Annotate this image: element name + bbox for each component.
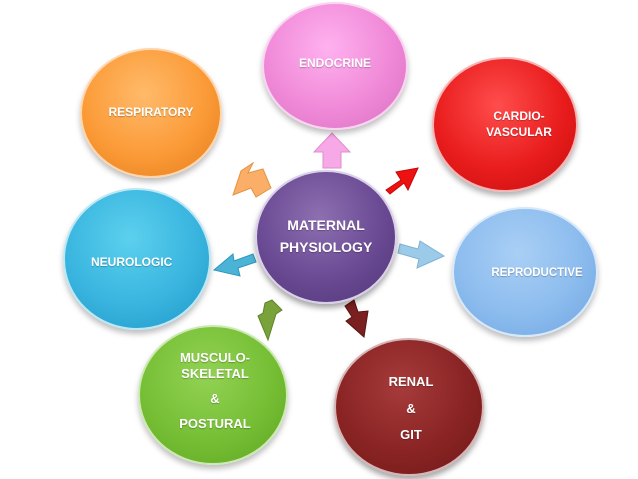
- reproductive-node: REPRODUCTIVE: [452, 207, 598, 337]
- center-node-maternal-physiology: MATERNAL PHYSIOLOGY: [255, 170, 397, 304]
- center-label-line-2: PHYSIOLOGY: [279, 239, 373, 255]
- cardiovascular-label-line-1: CARDIO-: [493, 109, 545, 123]
- musculoskeletal-node: MUSCULO- SKELETAL & POSTURAL: [138, 325, 288, 465]
- cardiovascular-node: CARDIO- VASCULAR: [432, 57, 578, 192]
- endocrine-node: ENDOCRINE: [262, 2, 408, 130]
- arrow-to-reproductive: [397, 240, 446, 269]
- musculoskeletal-label-line-1: MUSCULO-: [179, 350, 251, 366]
- respiratory-node: RESPIRATORY: [80, 48, 222, 178]
- neurologic-node: NEUROLOGIC: [63, 188, 211, 330]
- arrow-to-respiratory: [232, 161, 272, 198]
- center-label-line-1: MATERNAL: [287, 217, 365, 234]
- renal-label-line-1: RENAL: [388, 373, 434, 389]
- reproductive-label: REPRODUCTIVE: [491, 267, 583, 280]
- respiratory-label: RESPIRATORY: [108, 105, 194, 119]
- renal-label-line-2: &: [406, 400, 416, 416]
- arrow-to-cardiovascular: [385, 167, 419, 195]
- renal-label-line-3: GIT: [400, 427, 422, 443]
- cardiovascular-label-line-2: VASCULAR: [486, 124, 552, 139]
- arrow-to-musculoskeletal: [257, 299, 283, 342]
- musculoskeletal-label-line-2: SKELETAL: [181, 365, 249, 381]
- arrow-to-neurologic: [212, 253, 257, 277]
- musculoskeletal-label-line-4: POSTURAL: [179, 416, 251, 432]
- arrow-to-endocrine: [312, 132, 352, 169]
- neurologic-label: NEUROLOGIC: [91, 254, 173, 269]
- arrow-to-renal: [344, 299, 369, 338]
- musculoskeletal-label-line-3: &: [210, 391, 220, 406]
- endocrine-label: ENDOCRINE: [298, 56, 371, 70]
- renal-git-node: RENAL & GIT: [334, 338, 484, 476]
